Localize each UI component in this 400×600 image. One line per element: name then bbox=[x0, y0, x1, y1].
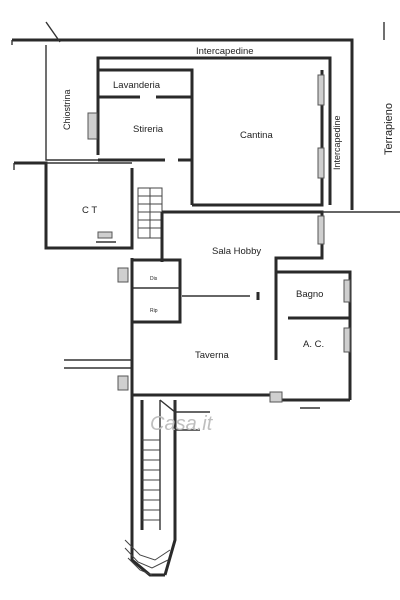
window-bagno bbox=[343, 279, 351, 303]
label-bagno: Bagno bbox=[296, 289, 323, 300]
intercapedine-top-wall bbox=[96, 56, 332, 205]
label-terrapieno: Terrapieno bbox=[383, 103, 395, 155]
watermark: Casa.it bbox=[150, 413, 214, 435]
label-ac: A. C. bbox=[303, 339, 324, 350]
label-small-a: Dis bbox=[150, 276, 158, 282]
window-cantina-2 bbox=[317, 147, 325, 179]
left-door-icons bbox=[117, 267, 129, 391]
label-intercapedine-right: Intercapedine bbox=[332, 115, 342, 170]
label-small-b: Rip bbox=[150, 308, 158, 314]
label-chiostrina: Chiostrina bbox=[62, 89, 72, 130]
label-sala-hobby: Sala Hobby bbox=[212, 246, 261, 257]
taverna-wall bbox=[130, 360, 270, 397]
window-hobby bbox=[317, 215, 325, 245]
outer-wall-top bbox=[12, 38, 354, 210]
ct-wall bbox=[14, 161, 134, 250]
label-stireria: Stireria bbox=[133, 124, 164, 135]
label-lavanderia: Lavanderia bbox=[113, 80, 161, 91]
window-ac bbox=[343, 327, 351, 353]
taverna-fixture bbox=[269, 391, 283, 403]
chiostrina-wall bbox=[45, 45, 98, 161]
lower-staircase bbox=[124, 395, 210, 577]
cantina-wall bbox=[192, 70, 324, 207]
sala-hobby-wall bbox=[162, 210, 324, 272]
label-cantina: Cantina bbox=[240, 130, 273, 141]
window-cantina-1 bbox=[317, 74, 325, 106]
small-rooms-wall bbox=[132, 258, 182, 324]
upper-staircase bbox=[137, 187, 163, 239]
bagno-wall bbox=[276, 270, 352, 400]
window-chiostrina bbox=[87, 112, 98, 140]
label-taverna: Taverna bbox=[195, 350, 230, 361]
label-intercapedine-top: Intercapedine bbox=[196, 46, 254, 57]
label-ct: C T bbox=[82, 205, 97, 216]
north-tick bbox=[45, 21, 61, 43]
ct-fixture bbox=[97, 231, 113, 239]
